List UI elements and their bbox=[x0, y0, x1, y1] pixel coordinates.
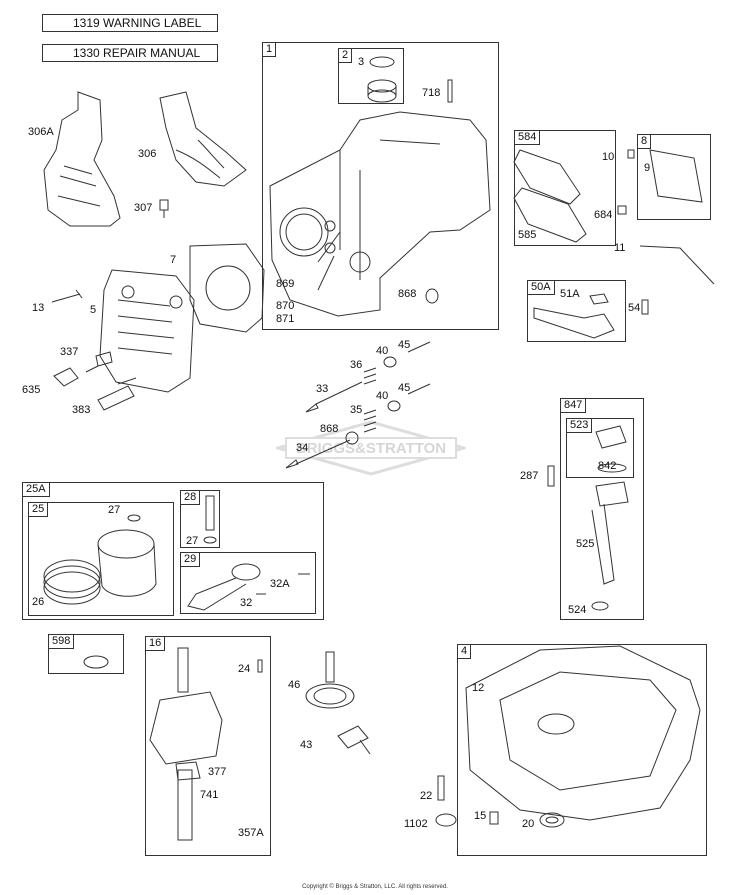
box-tag-50A: 50A bbox=[527, 280, 555, 295]
part-label-22: 22 bbox=[420, 790, 433, 802]
copyright-notice: Copyright © Briggs & Stratton, LLC. All … bbox=[302, 884, 448, 890]
part-label-868-valve: 868 bbox=[320, 423, 339, 435]
part-label-45-upper: 45 bbox=[398, 339, 411, 351]
part-label-15: 15 bbox=[474, 810, 487, 822]
part-label-45-lower: 45 bbox=[398, 382, 411, 394]
part-label-357A: 357A bbox=[238, 827, 264, 839]
part-label-868-crankcase: 868 bbox=[398, 288, 417, 300]
group-box-8 bbox=[637, 134, 711, 220]
group-box-2 bbox=[338, 48, 404, 104]
part-label-585: 585 bbox=[518, 229, 537, 241]
part-label-54: 54 bbox=[628, 302, 641, 314]
part-label-1102: 1102 bbox=[404, 818, 428, 830]
part-label-307: 307 bbox=[134, 202, 153, 214]
part-label-43: 43 bbox=[300, 739, 313, 751]
box-tag-25A: 25A bbox=[22, 482, 50, 497]
part-label-27-pin: 27 bbox=[186, 535, 199, 547]
part-label-32: 32 bbox=[240, 597, 253, 609]
part-label-306A: 306A bbox=[28, 126, 54, 138]
box-tag-8: 8 bbox=[637, 134, 652, 149]
part-label-46: 46 bbox=[288, 679, 301, 691]
part-label-377: 377 bbox=[208, 766, 227, 778]
part-label-3: 3 bbox=[358, 56, 365, 68]
group-box-50A bbox=[527, 280, 626, 342]
group-box-523 bbox=[566, 418, 634, 478]
part-label-842: 842 bbox=[598, 460, 617, 472]
part-label-7: 7 bbox=[170, 254, 177, 266]
box-tag-4: 4 bbox=[457, 644, 472, 659]
part-label-287: 287 bbox=[520, 470, 539, 482]
part-label-741: 741 bbox=[200, 789, 219, 801]
part-label-871: 871 bbox=[276, 313, 295, 325]
group-box-4 bbox=[457, 644, 707, 856]
part-label-9: 9 bbox=[644, 162, 651, 174]
part-label-524: 524 bbox=[568, 604, 587, 616]
group-box-25 bbox=[28, 502, 174, 616]
warning-label-header: 1319 WARNING LABEL bbox=[42, 14, 218, 32]
group-box-598 bbox=[48, 634, 124, 674]
box-tag-25: 25 bbox=[28, 502, 49, 517]
part-label-337: 337 bbox=[60, 346, 79, 358]
box-tag-2: 2 bbox=[338, 48, 353, 63]
group-box-584 bbox=[514, 130, 616, 246]
box-tag-1: 1 bbox=[262, 42, 277, 57]
part-label-525: 525 bbox=[576, 538, 595, 550]
part-label-13: 13 bbox=[32, 302, 45, 314]
part-label-27-piston: 27 bbox=[108, 504, 121, 516]
part-label-306: 306 bbox=[138, 148, 157, 160]
brand-watermark: BRIGGS&STRATTON bbox=[276, 420, 466, 476]
part-label-24: 24 bbox=[238, 663, 251, 675]
part-label-34: 34 bbox=[296, 442, 309, 454]
box-tag-847: 847 bbox=[560, 398, 587, 413]
part-label-35: 35 bbox=[350, 404, 363, 416]
part-label-12: 12 bbox=[472, 682, 485, 694]
box-tag-28: 28 bbox=[180, 490, 201, 505]
part-label-20: 20 bbox=[522, 818, 535, 830]
part-label-33: 33 bbox=[316, 383, 329, 395]
group-box-25A bbox=[22, 482, 324, 620]
repair-manual-text: 1330 REPAIR MANUAL bbox=[73, 46, 201, 60]
part-label-36: 36 bbox=[350, 359, 363, 371]
repair-manual-header: 1330 REPAIR MANUAL bbox=[42, 44, 218, 62]
box-tag-29: 29 bbox=[180, 552, 201, 567]
group-box-847 bbox=[560, 398, 644, 620]
group-box-16 bbox=[145, 636, 271, 856]
group-box-1 bbox=[262, 42, 499, 330]
part-label-26: 26 bbox=[32, 596, 45, 608]
part-label-5: 5 bbox=[90, 304, 97, 316]
warning-label-text: 1319 WARNING LABEL bbox=[73, 16, 202, 30]
part-label-51A: 51A bbox=[560, 288, 580, 300]
part-label-10: 10 bbox=[602, 151, 615, 163]
watermark-text: BRIGGS&STRATTON bbox=[296, 440, 446, 457]
part-label-383: 383 bbox=[72, 404, 91, 416]
box-tag-16: 16 bbox=[145, 636, 166, 651]
part-label-718: 718 bbox=[422, 87, 441, 99]
box-tag-523: 523 bbox=[566, 418, 593, 433]
part-label-869: 869 bbox=[276, 278, 295, 290]
box-tag-584: 584 bbox=[514, 130, 541, 145]
part-label-11: 11 bbox=[614, 242, 626, 254]
part-label-635: 635 bbox=[22, 384, 41, 396]
part-label-40-lower: 40 bbox=[376, 390, 389, 402]
part-label-870: 870 bbox=[276, 300, 295, 312]
box-tag-598: 598 bbox=[48, 634, 75, 649]
group-box-29 bbox=[180, 552, 316, 614]
part-label-32A: 32A bbox=[270, 578, 290, 590]
part-label-40-upper: 40 bbox=[376, 345, 389, 357]
part-label-684: 684 bbox=[594, 209, 613, 221]
